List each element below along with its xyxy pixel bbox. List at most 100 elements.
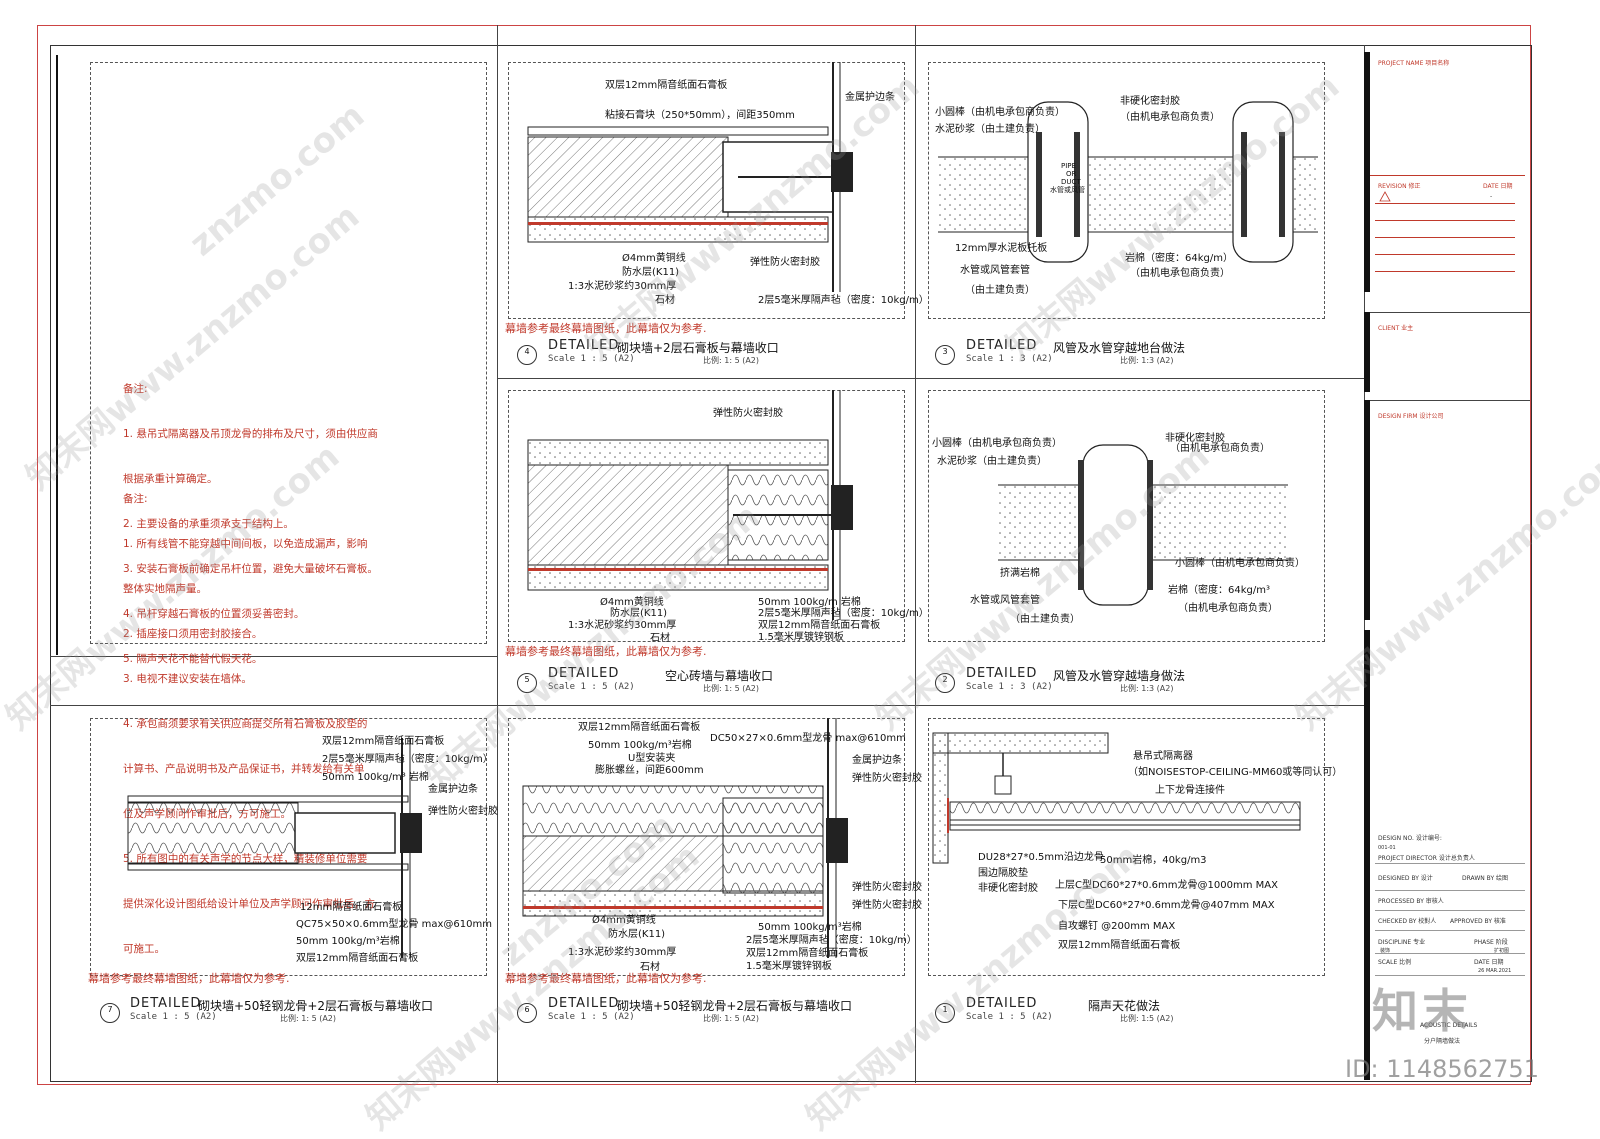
row-divider-1 bbox=[497, 378, 1364, 379]
d3-title: 风管及水管穿越地台做法 bbox=[1053, 341, 1186, 355]
d7-label: 50mm 100kg/m³岩棉 bbox=[296, 936, 400, 947]
d6-label: 双层12mm隔音纸面石膏板 bbox=[746, 948, 869, 959]
d7-label: 金属护边条 bbox=[428, 784, 478, 795]
tb-divider bbox=[1375, 271, 1515, 272]
d2-label: 小圆棒（由机电承包商负责） bbox=[1175, 558, 1305, 569]
outer-frame bbox=[37, 25, 1531, 1085]
d6-label: 50mm 100kg/m³岩棉 bbox=[588, 740, 692, 751]
titleblock-thick-bar bbox=[1364, 52, 1370, 292]
d4-label: 粘接石膏块（250*50mm），间距350mm bbox=[605, 110, 795, 121]
detail2-drawing bbox=[998, 444, 1288, 606]
tb-divider bbox=[1375, 910, 1525, 911]
tb-discipline-val: 装饰 bbox=[1380, 948, 1391, 954]
d1-ratio: 比例: 1:5 (A2) bbox=[1120, 1014, 1174, 1023]
d1-label: 上层C型DC60*27*0.6mm龙骨@1000mm MAX bbox=[1055, 880, 1278, 891]
note-line: 2. 插座接口须用密封胶接合。 bbox=[123, 628, 263, 640]
d3-label: 水泥砂浆（由土建负责） bbox=[935, 124, 1045, 135]
tb-checked-by: CHECKED BY 校對人 bbox=[1378, 918, 1437, 925]
d2-label: 水泥砂浆（由土建负责） bbox=[937, 456, 1047, 467]
d4-label: 双层12mm隔音纸面石膏板 bbox=[605, 80, 728, 91]
warning-icon bbox=[1379, 191, 1391, 202]
d1-label: DU28*27*0.5mm沿边龙骨 bbox=[978, 852, 1104, 863]
d3-label: 水管或风管套管 bbox=[960, 265, 1030, 276]
d3-pipe-label: DUCT bbox=[1061, 178, 1081, 186]
d2-label: （由机电承包商负责） bbox=[1178, 603, 1278, 614]
d3-label: （由机电承包商负责） bbox=[1120, 112, 1220, 123]
d1-label: 50mm岩棉，40kg/m3 bbox=[1100, 855, 1207, 866]
tb-client: CLIENT 业主 bbox=[1378, 325, 1414, 332]
d6-label: 双层12mm隔音纸面石膏板 bbox=[578, 722, 701, 733]
d2-label: 小圆棒（由机电承包商负责） bbox=[932, 438, 1062, 449]
tb-approved-by: APPROVED BY 核准 bbox=[1450, 918, 1506, 925]
d1-title: 隔声天花做法 bbox=[1088, 999, 1161, 1013]
viewport-detail2 bbox=[928, 390, 1325, 642]
note-line: 4. 承包商须要求有关供应商提交所有石膏板及胶垫的 bbox=[123, 718, 368, 730]
d7-curtain-note: 幕墙参考最终幕墙图纸，此幕墙仅为参考. bbox=[88, 972, 290, 985]
d7-scale: Scale 1 : 5 (A2) bbox=[130, 1012, 217, 1022]
tb-divider bbox=[1375, 237, 1515, 238]
tb-divider bbox=[1375, 953, 1525, 954]
d6-label: 石材 bbox=[640, 962, 660, 973]
tb-divider bbox=[1375, 930, 1525, 931]
d5-label: 石材 bbox=[650, 633, 670, 644]
d3-detailed: DETAILED bbox=[966, 338, 1038, 353]
d6-label: 1:3水泥砂浆约30mm厚 bbox=[568, 947, 677, 958]
note-line: 提供深化设计图纸给设计单位及声学顾问作审批后，方 bbox=[123, 898, 375, 910]
d6-label: Ø4mm黄铜线 bbox=[592, 915, 656, 926]
tb-project-director: PROJECT DIRECTOR 设计总负责人 bbox=[1378, 855, 1475, 862]
tb-divider bbox=[1375, 254, 1515, 255]
tb-divider bbox=[1375, 975, 1525, 976]
tb-project-name: PROJECT NAME 项目名称 bbox=[1378, 60, 1450, 67]
d4-scale: Scale 1 : 5 (A2) bbox=[548, 354, 635, 364]
viewport-detail5 bbox=[508, 390, 905, 642]
d1-label: 悬吊式隔离器 bbox=[1133, 751, 1193, 762]
d7-number-circle: 7 bbox=[100, 1003, 120, 1023]
detail7-drawing bbox=[127, 738, 422, 958]
d6-label: 弹性防火密封胶 bbox=[852, 900, 922, 911]
viewport-notes bbox=[90, 62, 487, 644]
tb-dash: - bbox=[1490, 193, 1493, 200]
tb-divider bbox=[1370, 175, 1525, 176]
d2-label: 水管或风管套管 bbox=[970, 595, 1040, 606]
tb-designed-by: DESIGNED BY 设计 bbox=[1378, 875, 1433, 882]
d2-label: （由机电承包商负责） bbox=[1170, 443, 1270, 454]
notes-block1: 备注: 1. 悬吊式隔离器及吊顶龙骨的排布及尺寸，须由供应商 根据承重计算确定。… bbox=[123, 352, 378, 682]
d7-label: 12mm隔音纸面石膏板 bbox=[300, 902, 403, 913]
tb-discipline: DISCIPLINE 专业 bbox=[1378, 939, 1426, 946]
tb-phase: PHASE 阶段 bbox=[1474, 939, 1508, 946]
tb-date2: DATE 日期 bbox=[1474, 959, 1504, 966]
note-line: 整体实地隔声量。 bbox=[123, 583, 207, 595]
d7-label: 50mm 100kg/m³ 岩棉 bbox=[322, 772, 429, 783]
tb-divider bbox=[1370, 312, 1530, 313]
d7-label: 双层12mm隔音纸面石膏板 bbox=[296, 953, 419, 964]
detail5-drawing bbox=[527, 390, 853, 620]
brand-id: ID: 1148562751 bbox=[1345, 1055, 1539, 1083]
d1-label: 围边隔胶垫 bbox=[978, 868, 1028, 879]
d6-label: 1.5毫米厚镀锌钢板 bbox=[746, 961, 832, 972]
d1-label: 非硬化密封胶 bbox=[978, 883, 1038, 894]
d6-detailed: DETAILED bbox=[548, 996, 620, 1011]
d4-label: 石材 bbox=[655, 295, 675, 306]
tb-divider bbox=[1375, 863, 1525, 864]
d6-label: DC50×27×0.6mm型龙骨 max@610mm bbox=[710, 733, 906, 744]
d6-label: 膨胀螺丝，间距600mm bbox=[595, 765, 704, 776]
note-line: 1. 所有线管不能穿越中间间板，以免造成漏声，影响 bbox=[123, 538, 368, 550]
viewport-detail7 bbox=[90, 718, 487, 976]
tb-date: DATE 日期 bbox=[1483, 183, 1513, 190]
d4-ratio: 比例: 1: 5 (A2) bbox=[703, 356, 760, 365]
d1-label: （如NOISESTOP-CEILING-MM60或等同认可） bbox=[1128, 767, 1343, 778]
note-line: 3. 安装石膏板前确定吊杆位置，避免大量破坏石膏板。 bbox=[123, 563, 378, 575]
left-thick-line bbox=[56, 55, 58, 655]
notes-block1-title: 备注: bbox=[123, 383, 148, 395]
d2-number-circle: 2 bbox=[935, 673, 955, 693]
d2-label: 非硬化密封胶 bbox=[1165, 433, 1225, 444]
d2-scale: Scale 1 : 3 (A2) bbox=[966, 682, 1053, 692]
d7-label: 双层12mm隔音纸面石膏板 bbox=[322, 736, 445, 747]
d5-title: 空心砖墙与幕墙收口 bbox=[665, 669, 774, 683]
d2-label: （由土建负责） bbox=[1010, 614, 1080, 625]
d3-label: 岩棉（密度：64kg/m） bbox=[1125, 253, 1233, 264]
tb-date-val: 26 MAR.2021 bbox=[1478, 968, 1512, 974]
detail6-drawing bbox=[522, 718, 848, 958]
d3-pipe-label: PIPE bbox=[1061, 162, 1076, 170]
row-divider-2 bbox=[50, 705, 1364, 706]
